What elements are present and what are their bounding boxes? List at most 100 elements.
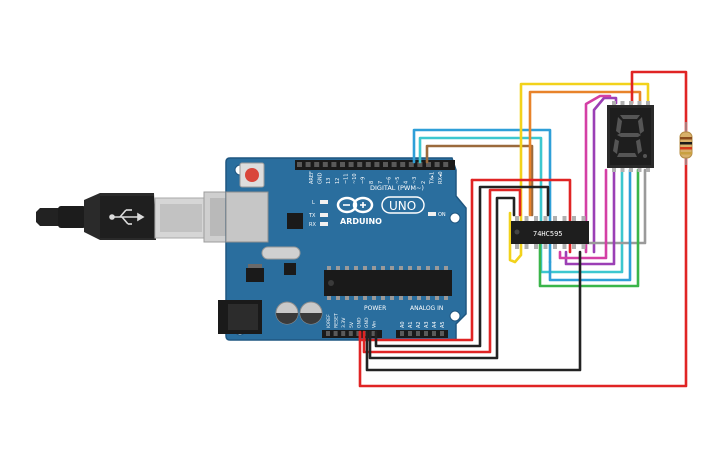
pin-slot[interactable] [443,162,449,167]
brand-label: ARDUINO [340,217,382,226]
wire-yellow[interactable] [508,82,650,264]
pin-slot[interactable] [356,331,361,336]
chip-pin[interactable] [553,244,557,249]
pin-slot[interactable] [348,162,354,167]
capacitors [275,301,323,325]
pin-slot[interactable] [371,331,376,336]
display-pin[interactable] [620,168,625,172]
pin-slot[interactable] [400,162,406,167]
status-leds: L TX RX ON [308,200,446,228]
wire-orange[interactable] [528,90,642,217]
shift-register-chip[interactable]: 74HC595 [511,216,589,249]
led-label-tx: TX [308,213,316,219]
chip-pin[interactable] [543,216,548,221]
arduino-logo-icon [336,196,374,214]
display-pin[interactable] [612,101,616,105]
chip-pin[interactable] [572,244,576,249]
pin-slot[interactable] [424,331,428,336]
power-pin-label: Vin [372,321,378,328]
chip-pin[interactable] [534,216,538,221]
digital-pin-label: ~6 [386,177,392,184]
power-pin-label: IOREF [326,314,332,328]
pin-slot[interactable] [326,331,330,336]
led-label-l: L [312,200,315,206]
chip-pin[interactable] [581,216,586,221]
chip-pin[interactable] [581,244,586,249]
pin-slot[interactable] [331,162,337,167]
atmega-pins [327,266,448,300]
wire-purple[interactable] [592,96,618,254]
wire-blue[interactable] [412,128,552,264]
wire-green[interactable] [538,168,640,288]
wire-grey[interactable] [575,168,647,245]
pin-slot[interactable] [341,331,346,336]
display-pin[interactable] [646,101,650,105]
wire-black-gnd-3[interactable] [365,250,582,372]
pin-slot[interactable] [374,162,380,167]
pin-slot[interactable] [408,331,412,336]
pin-slot[interactable] [417,162,423,167]
display-pin[interactable] [620,101,625,105]
chip-pin[interactable] [524,216,529,221]
display-pin[interactable] [612,168,616,172]
pin-slot[interactable] [391,162,397,167]
chip-pin[interactable] [515,216,519,221]
resistor[interactable] [679,122,693,165]
reset-button[interactable] [239,162,265,188]
power-pin-label: RESET [334,313,340,328]
pin-slot[interactable] [383,162,388,167]
display-pin[interactable] [629,168,633,172]
chip-pin[interactable] [534,244,538,249]
usb-icon [109,209,145,225]
pin-slot[interactable] [314,162,320,167]
chip-pins-top [515,216,586,221]
chip-pin[interactable] [543,244,548,249]
wire-red-5v[interactable] [362,188,522,354]
usb-cable[interactable] [36,191,265,243]
pin-slot[interactable] [416,331,420,336]
pin-slot[interactable] [400,331,404,336]
wire-magenta-lower[interactable] [558,168,608,260]
wire-black-gnd[interactable] [368,196,516,360]
chip-pin[interactable] [553,216,557,221]
wire-black-gnd-2[interactable] [374,185,550,348]
digital-pin-label: TX▸1 [429,172,435,185]
pin-slot[interactable] [365,162,371,167]
pin-slot[interactable] [408,162,414,167]
pin-slot[interactable] [426,162,431,167]
pin-slot[interactable] [305,162,311,167]
display-pin[interactable] [637,168,642,172]
digital-pin-label: 8 [369,181,375,184]
pin-slot[interactable] [440,331,444,336]
chip-label: 74HC595 [533,230,563,238]
pin-slot[interactable] [322,162,328,167]
chip-pin[interactable] [562,216,567,221]
pin-slot[interactable] [357,162,363,167]
on-label: ON [438,212,446,218]
wire-magenta[interactable] [584,94,612,254]
pin-slot[interactable] [333,331,338,336]
analog-pin-label: A2 [416,321,422,328]
digital-pin-label: 4 [404,181,410,184]
chip-pin[interactable] [572,216,576,221]
model-label: UNO [389,199,416,213]
wire-blue-lower[interactable] [548,168,632,282]
digital-pin-label: GND [318,172,324,184]
digital-pin-label: 2 [421,181,427,184]
chip-pin[interactable] [515,244,519,249]
wire-cyan[interactable] [418,136,624,274]
display-pin[interactable] [637,101,642,105]
pin-slot[interactable] [348,331,353,336]
pin-slot[interactable] [340,162,345,167]
pin-slot[interactable] [432,331,436,336]
seven-segment-display[interactable] [607,101,654,172]
display-pin[interactable] [646,168,650,172]
wire-red-resistor[interactable] [358,70,688,388]
pin-slot[interactable] [297,162,302,167]
chip-pin[interactable] [562,244,567,249]
pin-slot[interactable] [434,162,440,167]
chip-pin[interactable] [524,244,529,249]
display-pin[interactable] [629,101,633,105]
